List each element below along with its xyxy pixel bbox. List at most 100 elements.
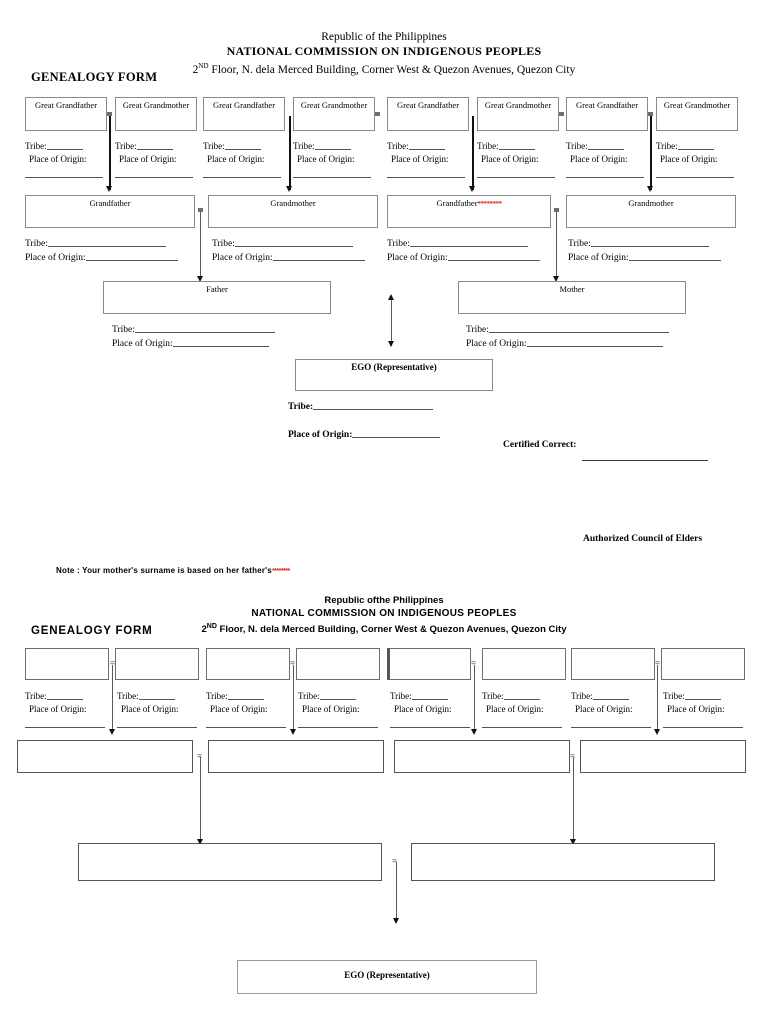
connector-line-gp-2 [556, 212, 557, 280]
box2-great-grandfather-1[interactable] [25, 648, 109, 680]
connector2-arrow-1 [109, 729, 115, 735]
page1-header: Republic of the Philippines NATIONAL COM… [0, 30, 768, 78]
connector2-arrow-2 [290, 729, 296, 735]
tribe-origin-gg-8: Tribe: Place of Origin: [656, 140, 734, 178]
equals-sign-2-7: = [392, 856, 398, 866]
tribe-origin2-6: Tribe: Place of Origin: [482, 690, 562, 728]
certified-signature-line[interactable] [582, 460, 708, 461]
connector2-arrow-5 [197, 839, 203, 845]
box-great-grandmother-3[interactable]: Great Grandmother [477, 97, 559, 131]
header2-line-agency: NATIONAL COMMISSION ON INDIGENOUS PEOPLE… [251, 608, 517, 619]
equals-marker-gg-2 [375, 112, 380, 116]
equals-sign-2-5: = [197, 751, 203, 761]
connector2-line-4 [657, 665, 658, 733]
box-great-grandmother-1[interactable]: Great Grandmother [115, 97, 197, 131]
note-text: Note : Your mother's surname is based on… [56, 566, 290, 575]
equals-marker-gg-3 [559, 112, 564, 116]
header2-line-republic: Republic ofthe Philippines [324, 595, 444, 606]
box2-great-grandmother-1[interactable] [115, 648, 199, 680]
tribe-origin-father: Tribe: Place of Origin: [110, 323, 350, 351]
authorized-council-label: Authorized Council of Elders [583, 534, 703, 544]
connector2-arrow-3 [471, 729, 477, 735]
connector2-line-7 [396, 862, 397, 922]
connector-arrow-gg-3 [469, 186, 475, 192]
connector-line-gp-1 [200, 212, 201, 280]
connector-line-gg-3 [472, 116, 474, 190]
tribe-origin-gg-7: Tribe: Place of Origin: [566, 140, 644, 178]
page2-header: Republic ofthe Philippines NATIONAL COMM… [0, 595, 768, 636]
tribe-origin-gg-6: Tribe: Place of Origin: [477, 140, 555, 178]
connector2-arrow-6 [570, 839, 576, 845]
tribe-origin-mother: Tribe: Place of Origin: [466, 323, 706, 351]
box2-grandfather-2[interactable] [394, 740, 570, 773]
page1-form-title: GENEALOGY FORM [31, 70, 158, 84]
box2-great-grandmother-3[interactable] [482, 648, 566, 680]
tribe-origin-gp-4: Tribe: Place of Origin: [568, 237, 748, 265]
connector2-line-5 [200, 757, 201, 843]
connector-arrow-gg-4 [647, 186, 653, 192]
connector-arrow-parents-down [388, 341, 394, 347]
box2-grandfather-1[interactable] [17, 740, 193, 773]
red-asterisks-grandfather: ******** [477, 200, 503, 208]
header2-line-address: 2ND Floor, N. dela Merced Building, Corn… [201, 623, 567, 636]
connector-arrow-gp-2 [553, 276, 559, 282]
box2-great-grandmother-2[interactable] [296, 648, 380, 680]
connector2-line-6 [573, 757, 574, 843]
connector-arrow-gp-1 [197, 276, 203, 282]
box-great-grandmother-2[interactable]: Great Grandmother [293, 97, 375, 131]
header-line-agency: NATIONAL COMMISSION ON INDIGENOUS PEOPLE… [226, 44, 542, 58]
box2-grandmother-1[interactable] [208, 740, 384, 773]
equals-sign-2-4: = [655, 658, 661, 668]
tribe-origin2-3: Tribe: Place of Origin: [206, 690, 286, 728]
page2-form-title: GENEALOGY FORM [31, 625, 153, 637]
origin-field-ego: Place of Origin: [288, 428, 508, 442]
connector2-line-3 [474, 665, 475, 733]
tribe-field-ego: Tribe: [288, 400, 508, 414]
tribe-origin-gg-2: Tribe: Place of Origin: [115, 140, 193, 178]
box-grandfather-2[interactable]: Grandfather******** [387, 195, 551, 228]
tribe-origin2-7: Tribe: Place of Origin: [571, 690, 651, 728]
box-great-grandfather-4[interactable]: Great Grandfather [566, 97, 648, 131]
connector2-arrow-4 [654, 729, 660, 735]
box2-ego[interactable]: EGO (Representative) [237, 960, 537, 994]
header-line-republic: Republic of the Philippines [321, 31, 447, 43]
connector-arrow-gg-1 [106, 186, 112, 192]
note-red-asterisks: ******** [271, 568, 290, 575]
box2-mother[interactable] [411, 843, 715, 881]
box2-great-grandfather-4[interactable] [571, 648, 655, 680]
tribe-origin2-2: Tribe: Place of Origin: [117, 690, 197, 728]
box2-grandmother-2[interactable] [580, 740, 746, 773]
equals-marker-gp-1 [198, 208, 203, 212]
box-great-grandfather-2[interactable]: Great Grandfather [203, 97, 285, 131]
tribe-origin-gp-3: Tribe: Place of Origin: [387, 237, 567, 265]
equals-sign-2-2: = [290, 658, 296, 668]
box2-great-grandfather-2[interactable] [206, 648, 290, 680]
tribe-origin-gp-2: Tribe: Place of Origin: [212, 237, 392, 265]
tribe-origin2-5: Tribe: Place of Origin: [390, 690, 470, 728]
box-ego[interactable]: EGO (Representative) [295, 359, 493, 391]
box-grandmother-1[interactable]: Grandmother [208, 195, 378, 228]
connector-line-gg-4 [650, 116, 652, 190]
equals-marker-gg-1 [107, 112, 112, 116]
equals-sign-2-3: = [471, 658, 477, 668]
box-great-grandfather-1[interactable]: Great Grandfather [25, 97, 107, 131]
box-father[interactable]: Father [103, 281, 331, 314]
box2-great-grandmother-4[interactable] [661, 648, 745, 680]
connector-line-parents [391, 296, 392, 346]
connector-arrow-gg-2 [286, 186, 292, 192]
tribe-origin-gg-4: Tribe: Place of Origin: [293, 140, 371, 178]
connector-arrow-parents-up [388, 294, 394, 300]
box-mother[interactable]: Mother [458, 281, 686, 314]
box-grandfather-1[interactable]: Grandfather [25, 195, 195, 228]
connector2-line-1 [112, 665, 113, 733]
tribe-origin2-4: Tribe: Place of Origin: [298, 690, 378, 728]
box-great-grandmother-4[interactable]: Great Grandmother [656, 97, 738, 131]
tribe-origin-gg-1: Tribe: Place of Origin: [25, 140, 103, 178]
tribe-origin-gp-1: Tribe: Place of Origin: [25, 237, 205, 265]
box2-great-grandfather-3[interactable] [387, 648, 471, 680]
box2-father[interactable] [78, 843, 382, 881]
box-great-grandfather-3[interactable]: Great Grandfather [387, 97, 469, 131]
equals-marker-gp-2 [554, 208, 559, 212]
equals-sign-2-6: = [570, 751, 576, 761]
box-grandmother-2[interactable]: Grandmother [566, 195, 736, 228]
